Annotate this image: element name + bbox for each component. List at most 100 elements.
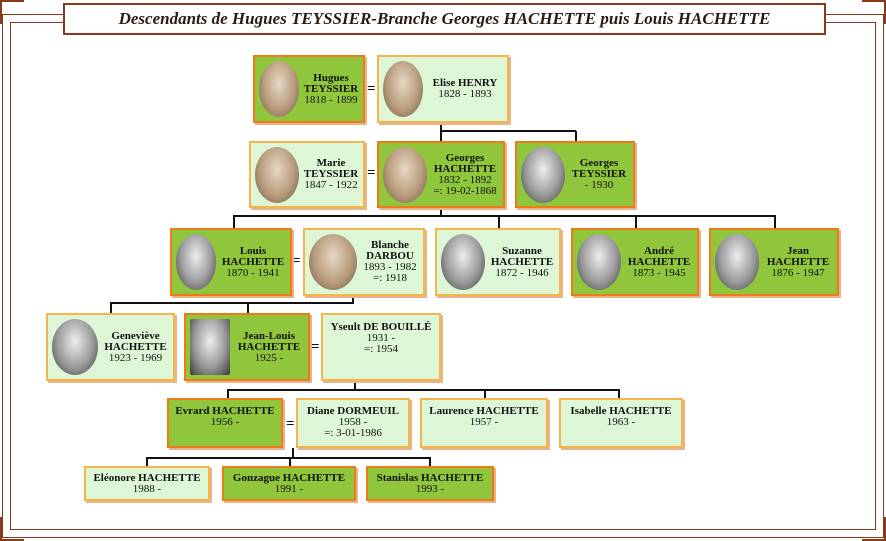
life-dates: 1958 - [338,416,368,428]
portrait-photo [176,234,216,290]
full-name: Eléonore HACHETTE [93,471,201,484]
connector [146,457,431,459]
connector [618,390,620,398]
first-name: Louis [239,244,267,257]
full-name: Elise HENRY [432,77,498,89]
marriage-sign: = [367,165,376,181]
person-card-eleonore-hachette[interactable]: Eléonore HACHETTE 1988 - [84,466,210,501]
person-card-louis-hachette[interactable]: Louis HACHETTE 1870 - 1941 [170,228,292,296]
last-name: DARBOU [366,250,414,262]
last-name: TEYSSIER [303,82,359,95]
connector [233,216,235,228]
person-card-georges-hachette[interactable]: Georges HACHETTE 1832 - 1892 =: 19-02-18… [377,141,505,208]
person-card-stanislas-hachette[interactable]: Stanislas HACHETTE 1993 - [366,466,494,501]
corner-ornament-tl [0,0,24,24]
person-card-georges-teyssier[interactable]: Georges TEYSSIER - 1930 [515,141,635,208]
person-card-elise-henry[interactable]: Elise HENRY 1828 - 1893 [377,55,509,123]
portrait-photo [255,146,299,203]
marriage-sign: = [367,81,376,97]
life-dates: 1893 - 1982 [363,261,417,273]
person-card-evrard-hachette[interactable]: Evrard HACHETTE 1956 - [167,398,283,448]
connector [146,458,148,466]
connector [352,296,354,303]
life-dates: - 1930 [584,179,614,191]
portrait-photo [309,234,357,290]
life-dates: 1876 - 1947 [771,266,825,279]
connector [440,131,442,141]
marriage-sign: = [311,339,320,355]
full-name: Stanislas HACHETTE [376,471,484,484]
life-dates: 1872 - 1946 [495,266,549,279]
person-card-andre-hachette[interactable]: André HACHETTE 1873 - 1945 [571,228,699,296]
last-name: TEYSSIER [571,168,627,180]
life-dates: 1873 - 1945 [632,266,686,279]
life-dates: 1847 - 1922 [304,179,358,191]
portrait-photo [383,146,427,203]
connector [635,216,637,228]
title-text: Descendants de Hugues TEYSSIER-Branche G… [118,9,771,28]
marriage-sign: = [286,416,295,432]
life-dates: 1931 - [366,332,396,344]
person-card-laurence-hachette[interactable]: Laurence HACHETTE 1957 - [420,398,548,448]
life-dates: 1991 - [274,482,304,495]
life-dates: 1832 - 1892 [438,173,492,186]
portrait-photo [577,234,621,290]
first-name: Blanche [371,239,409,251]
full-name: Gonzague HACHETTE [232,471,346,484]
marriage-date: =: 1918 [372,272,407,284]
marriage-date: =: 1954 [363,343,398,355]
person-card-isabelle-hachette[interactable]: Isabelle HACHETTE 1963 - [559,398,683,448]
connector [227,389,620,391]
connector [498,216,500,228]
last-name: HACHETTE [627,255,691,268]
first-name: Marie [316,157,346,169]
portrait-photo [52,319,98,375]
person-card-jean-louis-hachette[interactable]: Jean-Louis HACHETTE 1925 - [184,313,310,381]
portrait-photo [383,61,423,117]
last-name: HACHETTE [221,255,285,268]
page-title: Descendants de Hugues TEYSSIER-Branche G… [63,3,826,35]
last-name: HACHETTE [433,162,497,175]
portrait-photo [259,61,299,117]
person-card-diane-dormeuil[interactable]: Diane DORMEUIL 1958 - =: 3-01-1986 [296,398,410,448]
person-card-yseult-de-bouille[interactable]: Yseult DE BOUILLÉ 1931 - =: 1954 [321,313,441,381]
life-dates: 1993 - [415,482,445,495]
last-name: TEYSSIER [303,168,359,180]
corner-ornament-br [862,517,886,541]
connector [247,303,249,313]
full-name: Isabelle HACHETTE [570,405,672,417]
corner-ornament-bl [0,517,24,541]
last-name: HACHETTE [766,255,830,268]
connector [110,303,112,313]
connector [289,458,291,466]
person-card-gonzague-hachette[interactable]: Gonzague HACHETTE 1991 - [222,466,356,501]
portrait-photo [521,146,565,203]
connector [354,383,356,390]
first-name: Suzanne [502,244,542,257]
connector [292,448,294,458]
full-name: Evrard HACHETTE [175,405,275,417]
person-card-marie-teyssier[interactable]: Marie TEYSSIER 1847 - 1922 [249,141,365,208]
life-dates: 1818 - 1899 [304,93,358,106]
marriage-date: =: 3-01-1986 [324,427,382,439]
life-dates: 1957 - [469,416,499,428]
portrait-photo [190,319,230,375]
person-card-genevieve-hachette[interactable]: Geneviève HACHETTE 1923 - 1969 [46,313,175,381]
first-name: Geneviève [111,329,160,342]
person-card-hugues-teyssier[interactable]: Hugues TEYSSIER 1818 - 1899 [253,55,365,123]
person-card-suzanne-hachette[interactable]: Suzanne HACHETTE 1872 - 1946 [435,228,561,296]
first-name: André [644,244,674,257]
marriage-date: =: 19-02-1868 [433,184,497,197]
life-dates: 1956 - [210,416,240,428]
first-name: Jean [787,244,809,257]
last-name: HACHETTE [490,255,554,268]
connector [484,390,486,398]
person-card-jean-hachette[interactable]: Jean HACHETTE 1876 - 1947 [709,228,839,296]
portrait-photo [715,234,759,290]
connector [110,302,354,304]
life-dates: 1988 - [132,482,162,495]
portrait-photo [441,234,485,290]
life-dates: 1870 - 1941 [226,266,280,279]
person-card-blanche-darbou[interactable]: Blanche DARBOU 1893 - 1982 =: 1918 [303,228,425,296]
connector [440,123,442,131]
